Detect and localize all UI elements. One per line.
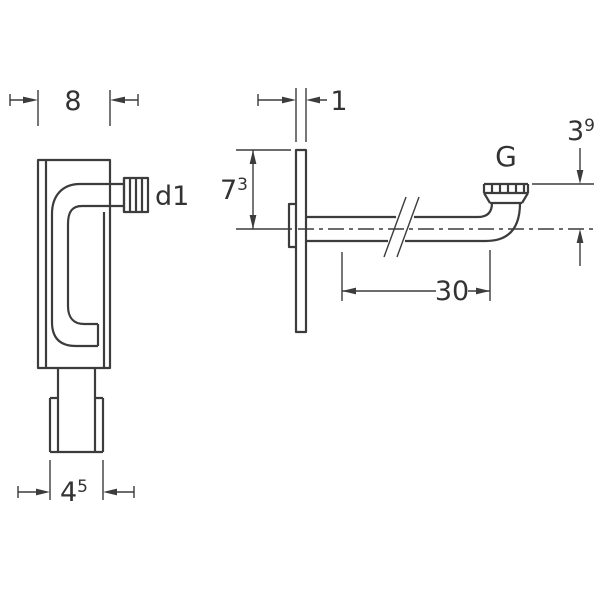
dim-plate-thickness-extension-lines <box>295 88 307 142</box>
trap-bend-outer <box>50 182 110 348</box>
thread-size-label: G <box>495 140 517 173</box>
dim-connection-height-arrows <box>576 170 584 243</box>
dim-installation-depth-base: 7 <box>220 175 237 206</box>
dim-plate-thickness-tails <box>257 94 327 106</box>
dim-connection-height: 39 <box>532 116 595 266</box>
trap-body-outline <box>36 158 112 370</box>
pipe-break-symbol <box>383 196 420 258</box>
dim-inlet-diameter-label: d1 <box>155 181 189 212</box>
dim-body-width-label: 8 <box>64 86 81 117</box>
dim-connection-height-label: 39 <box>567 116 595 147</box>
side-view <box>287 148 594 334</box>
dim-installation-depth-sup: 3 <box>237 175 248 195</box>
dim-installation-depth-label: 73 <box>220 175 248 206</box>
dim-pipe-length-extension-lines <box>341 250 491 301</box>
trap-body-inner-walls <box>44 160 106 368</box>
dim-pipe-length: 30 <box>341 250 491 307</box>
inlet-thread-knurl <box>122 176 150 214</box>
dim-connection-height-base: 3 <box>567 116 584 147</box>
dim-outlet-width-tails <box>17 486 135 498</box>
dim-connection-height-sup: 9 <box>584 116 595 136</box>
dim-body-width-extension-lines <box>37 90 111 126</box>
front-view <box>36 158 150 454</box>
pipe-elbow <box>477 202 522 243</box>
plate-boss <box>287 202 296 249</box>
dim-plate-thickness: 1 <box>257 86 348 142</box>
inlet-connector <box>110 178 126 212</box>
dim-installation-depth: 73 <box>220 149 292 230</box>
dim-plate-thickness-label: 1 <box>330 86 347 117</box>
dim-plate-thickness-arrows <box>282 96 320 104</box>
cover-plate <box>294 148 308 334</box>
outlet-downpipe <box>48 368 105 454</box>
dim-outlet-width: 45 <box>17 460 135 508</box>
outlet-pipe <box>306 215 486 243</box>
thread-fitting <box>482 182 530 205</box>
dim-installation-depth-extension-lines <box>236 149 292 230</box>
dim-outlet-width-label: 45 <box>60 477 88 508</box>
dim-pipe-length-label: 30 <box>435 276 469 307</box>
dim-outlet-width-sup: 5 <box>77 477 88 497</box>
dim-outlet-width-extension-lines <box>49 460 104 500</box>
dim-body-width-tails <box>9 94 139 106</box>
dim-body-width: 8 <box>9 86 139 126</box>
trap-bend-inner <box>66 204 110 346</box>
dim-outlet-width-base: 4 <box>60 477 77 508</box>
